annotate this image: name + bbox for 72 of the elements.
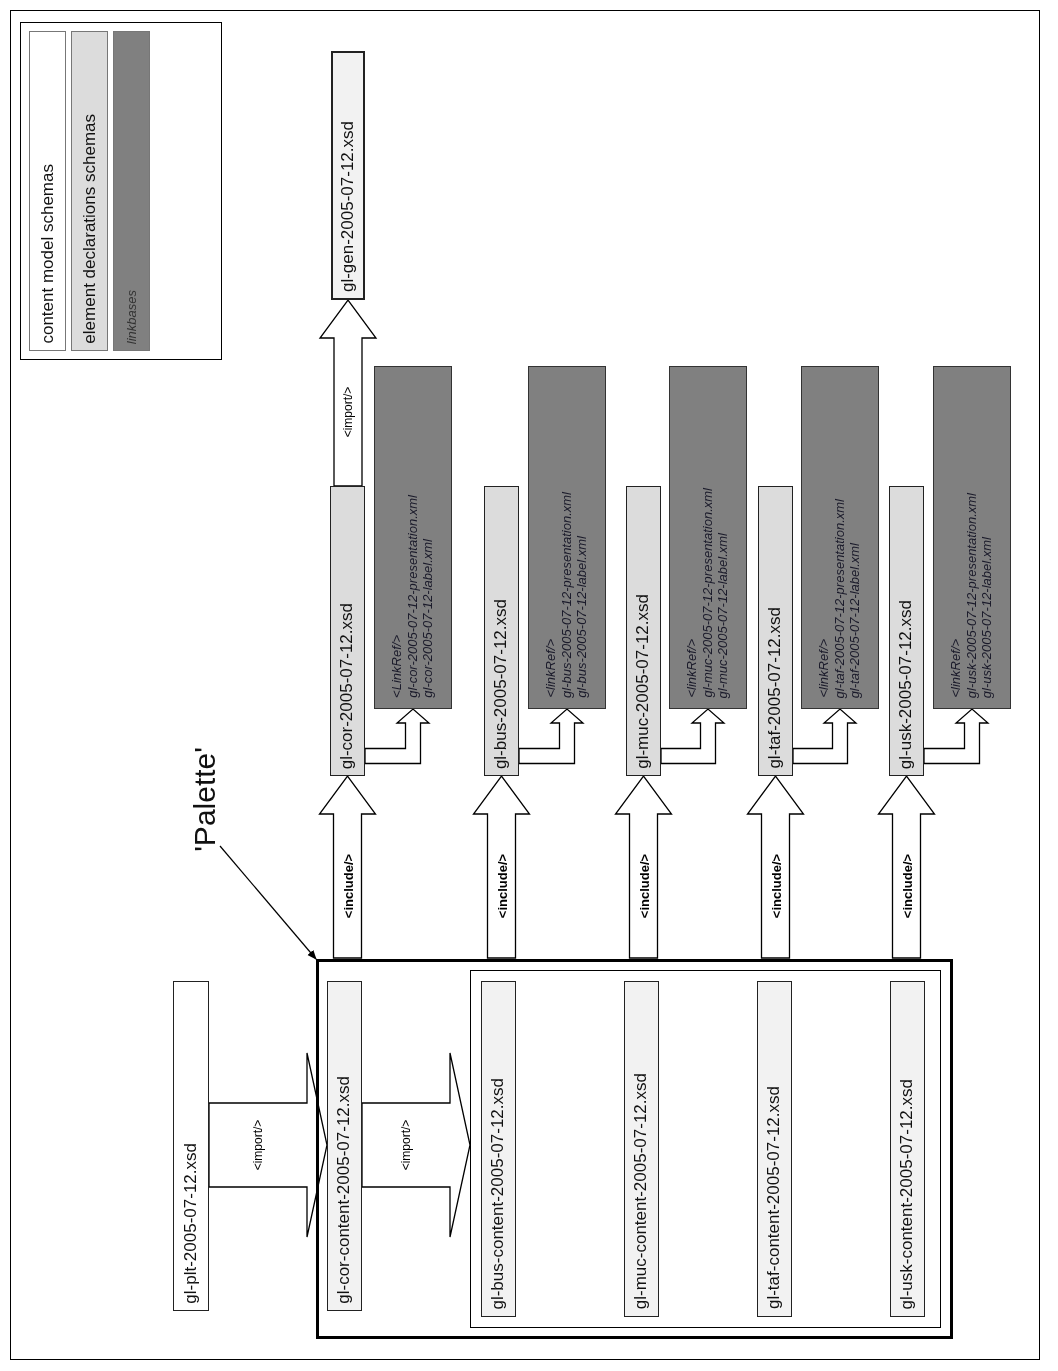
linkbase-text: <linkRef/>	[948, 639, 964, 698]
linkbase-text: gl-usk-2005-07-12-presentation.xml	[964, 492, 979, 698]
edge-label: <include/>	[900, 853, 913, 919]
schema-box	[331, 51, 365, 300]
linkbase-text: gl-taf-2005-07-12-label.xml	[848, 542, 864, 698]
block-arrow	[472, 774, 531, 959]
file-name: gl-taf-content-2005-07-12.xsd	[764, 1086, 784, 1310]
schema-box	[623, 980, 659, 1317]
linkbase-text: gl-cor-2005-07-12-label.xml	[421, 539, 437, 698]
file-name: gl-taf-2005-07-12.xsd	[766, 607, 785, 769]
block-arrow	[318, 774, 377, 959]
linkbase-text: gl-bus-2005-07-12-presentation.xml	[559, 492, 574, 698]
callout-label: 'Palette'	[187, 747, 221, 852]
file-name: gl-cor-2005-07-12.xsd	[338, 602, 357, 769]
block-arrow	[614, 774, 673, 959]
file-name: gl-gen-2005-07-12.xsd	[338, 120, 358, 292]
palette-frame	[316, 959, 953, 1339]
linkbase-text: <LinkRef/>	[389, 635, 405, 698]
schema-box	[173, 981, 209, 1311]
legend-label: element declarations schemas	[81, 114, 98, 344]
file-name: gl-bus-content-2005-07-12.xsd	[488, 1077, 508, 1310]
schema-box	[480, 980, 516, 1317]
linkbase-text: gl-muc-2005-07-12-label.xml	[716, 532, 732, 698]
schema-box	[889, 980, 925, 1317]
block-arrow	[746, 774, 805, 959]
block-arrow	[318, 298, 378, 487]
linkbase-box	[528, 366, 606, 709]
group-frame	[470, 970, 941, 1328]
edge-label: <import/>	[342, 386, 354, 438]
file-name: gl-cor-content-2005-07-12.xsd	[335, 1076, 354, 1304]
leader-line	[219, 845, 317, 960]
block-arrow	[518, 708, 585, 765]
schema-box	[330, 486, 365, 776]
file-name: gl-muc-2005-07-12.xsd	[634, 594, 653, 769]
block-arrow	[361, 1052, 471, 1238]
block-arrow	[792, 708, 858, 765]
linkbase-box	[374, 366, 452, 709]
linkbase-text: gl-cor-2005-07-12-presentation.xml	[405, 495, 420, 698]
legend-label: content model schemas	[39, 164, 56, 344]
edge-label: <import/>	[252, 1119, 264, 1171]
edge-label: <include/>	[769, 853, 782, 919]
edge-label: <include/>	[341, 853, 354, 919]
edge-label: <include/>	[637, 853, 650, 919]
file-name: gl-bus-2005-07-12.xsd	[492, 598, 511, 769]
block-arrow	[660, 708, 726, 765]
block-arrow	[877, 774, 936, 959]
schema-box	[889, 486, 924, 776]
schema-box	[327, 981, 362, 1311]
linkbase-text: <linkRef/>	[684, 639, 700, 698]
file-name: gl-usk-2005-07-12.xsd	[897, 599, 916, 769]
linkbase-text: gl-bus-2005-07-12-label.xml	[575, 536, 591, 698]
file-name: gl-muc-content-2005-07-12.xsd	[631, 1073, 651, 1310]
schema-box	[484, 486, 519, 776]
file-name: gl-usk-content-2005-07-12.xsd	[897, 1078, 917, 1310]
linkbase-text: <linkRef/>	[543, 639, 559, 698]
linkbase-box	[669, 366, 747, 709]
block-arrow	[208, 1052, 328, 1238]
schema-box	[626, 486, 661, 776]
linkbase-box	[933, 366, 1011, 709]
linkbase-box	[801, 366, 879, 709]
block-arrow	[364, 708, 431, 765]
legend-label: linkbases	[125, 289, 138, 344]
file-name: gl-plt-2005-07-12.xsd	[181, 1143, 201, 1304]
block-arrow	[923, 708, 990, 765]
linkbase-text: <linkRef/>	[816, 639, 832, 698]
linkbase-text: gl-muc-2005-07-12-presentation.xml	[700, 488, 715, 698]
edge-label: <import/>	[400, 1119, 412, 1171]
schema-box	[758, 486, 793, 776]
linkbase-text: gl-usk-2005-07-12-label.xml	[980, 536, 996, 698]
linkbase-text: gl-taf-2005-07-12-presentation.xml	[832, 498, 847, 698]
schema-box	[756, 980, 792, 1317]
edge-label: <include/>	[495, 853, 508, 919]
